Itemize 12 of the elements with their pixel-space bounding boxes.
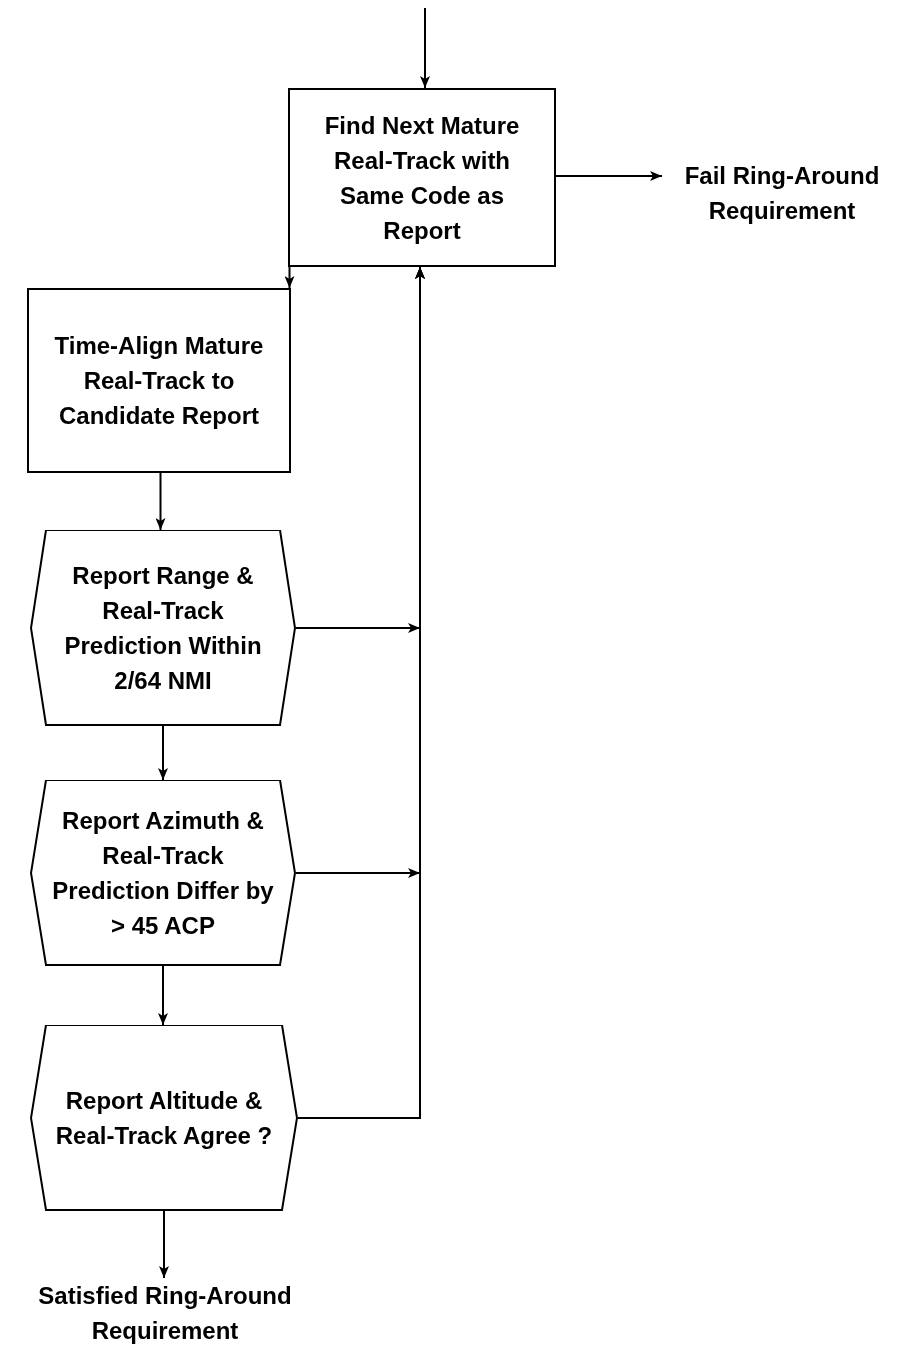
node-label: Report Altitude & Real-Track Agree ? — [54, 1086, 274, 1151]
decision-hexagon — [30, 530, 296, 726]
outcome-text: Satisfied Ring-Around Requirement — [0, 1278, 330, 1348]
node-label: Report Azimuth & Real-Track Prediction Differ by > 45 ACP — [51, 806, 275, 941]
process-box — [27, 288, 291, 473]
node-label: Report Range & Real-Track Prediction Within 2/64 NMI — [63, 561, 263, 696]
process-box — [288, 88, 556, 267]
node-label: Time-Align Mature Real-Track to Candidate Report — [53, 331, 265, 431]
node-label: Find Next Mature Real-Track with Same Code as Report — [323, 110, 521, 246]
decision-hexagon — [30, 1025, 298, 1211]
outcome-text: Fail Ring-Around Requirement — [662, 155, 902, 230]
decision-hexagon — [30, 780, 296, 966]
